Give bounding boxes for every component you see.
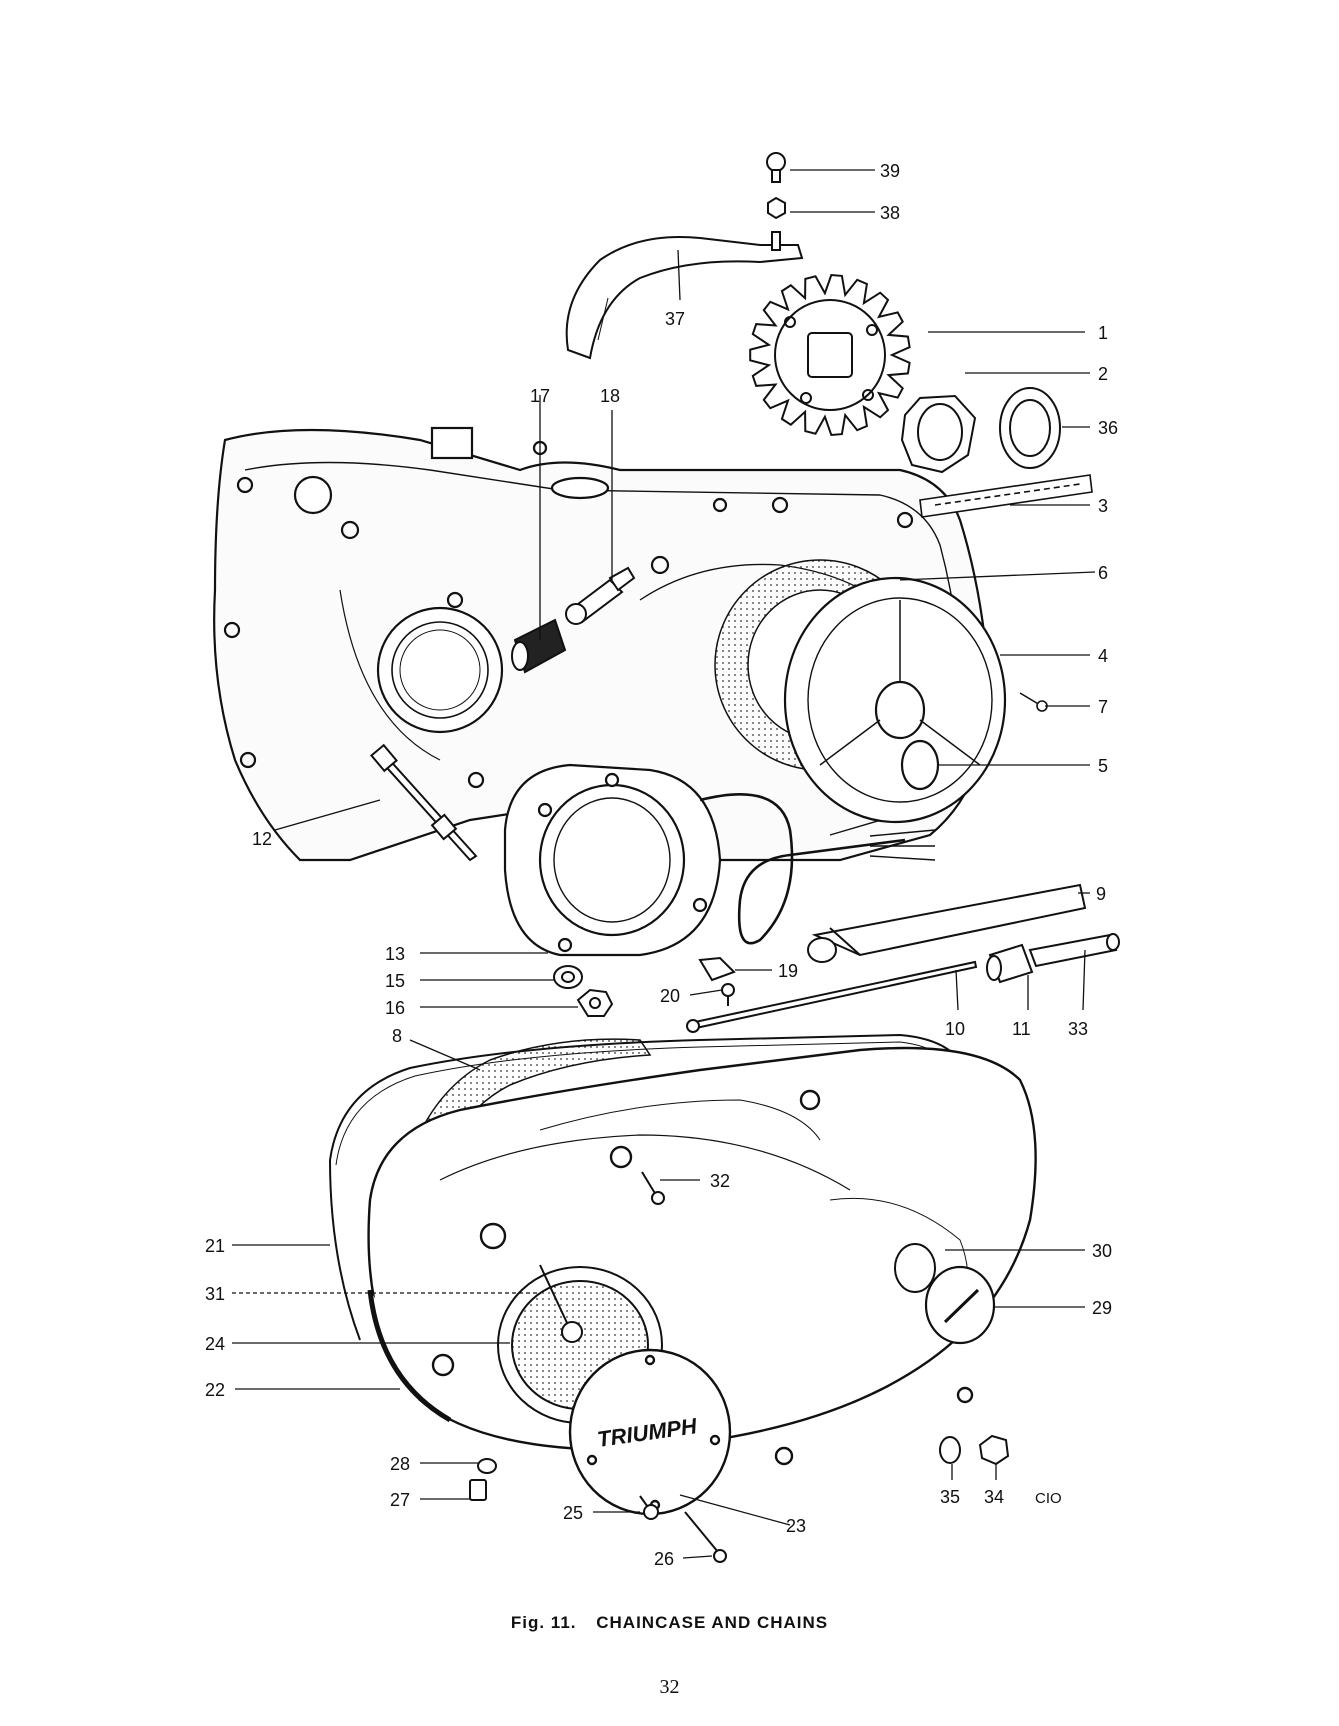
washer-15 <box>553 965 583 989</box>
callout-11: 11 <box>1012 1019 1031 1039</box>
screw-7 <box>1019 692 1048 712</box>
callout-29: 29 <box>1092 1298 1112 1318</box>
sprocket-nut-2 <box>900 394 977 474</box>
callout-21: 21 <box>205 1236 225 1256</box>
callout-16: 16 <box>385 998 405 1018</box>
callout-13: 13 <box>385 944 405 964</box>
clip-19 <box>698 956 736 982</box>
callout-labels: 39 38 37 1 2 36 3 6 4 7 5 9 10 11 33 17 … <box>205 161 1118 1569</box>
filler-cap-29 <box>924 1265 996 1345</box>
screw-31 <box>539 1264 583 1343</box>
callout-32: 32 <box>710 1171 730 1191</box>
callout-2: 2 <box>1098 364 1108 384</box>
callout-10: 10 <box>945 1019 965 1039</box>
washer-28 <box>477 1458 497 1474</box>
callout-25: 25 <box>563 1503 583 1523</box>
callout-18: 18 <box>600 386 620 406</box>
callout-4: 4 <box>1098 646 1108 666</box>
callout-36: 36 <box>1098 418 1118 438</box>
screw-27 <box>469 1479 487 1501</box>
screw-20 <box>721 983 735 1006</box>
callout-33: 33 <box>1068 1019 1088 1039</box>
rubber-sleeve-17 <box>511 618 567 674</box>
callout-28: 28 <box>390 1454 410 1474</box>
callout-26: 26 <box>654 1549 674 1569</box>
callout-34: 34 <box>984 1487 1004 1507</box>
leader-lines <box>232 169 1096 1559</box>
nut-16 <box>576 988 614 1017</box>
callout-12: 12 <box>252 829 272 849</box>
sealing-ring-30 <box>894 1243 936 1293</box>
pin-11 <box>986 943 1034 984</box>
chain-guard-37 <box>565 235 804 360</box>
callout-27: 27 <box>390 1490 410 1510</box>
callout-3: 3 <box>1098 496 1108 516</box>
stud-12 <box>370 743 478 862</box>
page-number: 32 <box>659 1676 680 1698</box>
callout-31: 31 <box>205 1284 225 1304</box>
callout-5: 5 <box>1098 756 1108 776</box>
lock-washer-36 <box>999 387 1061 469</box>
rotor-housing-4 <box>783 576 1007 824</box>
callout-9: 9 <box>1096 884 1106 904</box>
primary-chain-3 <box>919 474 1093 518</box>
figure-title: CHAINCASE AND CHAINS <box>596 1613 829 1632</box>
screw-39 <box>766 152 786 183</box>
callout-19: 19 <box>778 961 798 981</box>
chain-tensioner-9 <box>807 883 1087 963</box>
callout-35: 35 <box>940 1487 960 1507</box>
nut-38 <box>767 196 786 251</box>
callout-8: 8 <box>392 1026 402 1046</box>
screw-26 <box>684 1511 727 1563</box>
callout-24: 24 <box>205 1334 225 1354</box>
callout-7: 7 <box>1098 697 1108 717</box>
callout-37: 37 <box>665 309 685 329</box>
drain-plug-34 <box>978 1434 1010 1466</box>
screw-25 <box>639 1495 659 1520</box>
callout-6: 6 <box>1098 563 1108 583</box>
callout-1: 1 <box>1098 323 1108 343</box>
drawing-code: CIO <box>1035 1490 1062 1507</box>
callout-39: 39 <box>880 161 900 181</box>
engine-sprocket <box>749 273 911 437</box>
washer-35 <box>939 1436 961 1464</box>
triumph-emblem-cover-23: TRIUMPH <box>568 1348 732 1516</box>
callout-15: 15 <box>385 971 405 991</box>
callout-38: 38 <box>880 203 900 223</box>
screw-32 <box>641 1171 665 1205</box>
callout-30: 30 <box>1092 1241 1112 1261</box>
callout-23: 23 <box>786 1516 806 1536</box>
figure-number: Fig. 11. <box>510 1613 577 1632</box>
callout-17: 17 <box>530 386 550 406</box>
stator-13 <box>503 763 936 957</box>
adaptor-18 <box>565 566 636 625</box>
adjuster-rod-10 <box>686 960 978 1033</box>
pin-33 <box>1028 933 1120 968</box>
figure-caption: Fig. 11. CHAINCASE AND CHAINS <box>0 1613 1339 1633</box>
callout-22: 22 <box>205 1380 225 1400</box>
callout-20: 20 <box>660 986 680 1006</box>
